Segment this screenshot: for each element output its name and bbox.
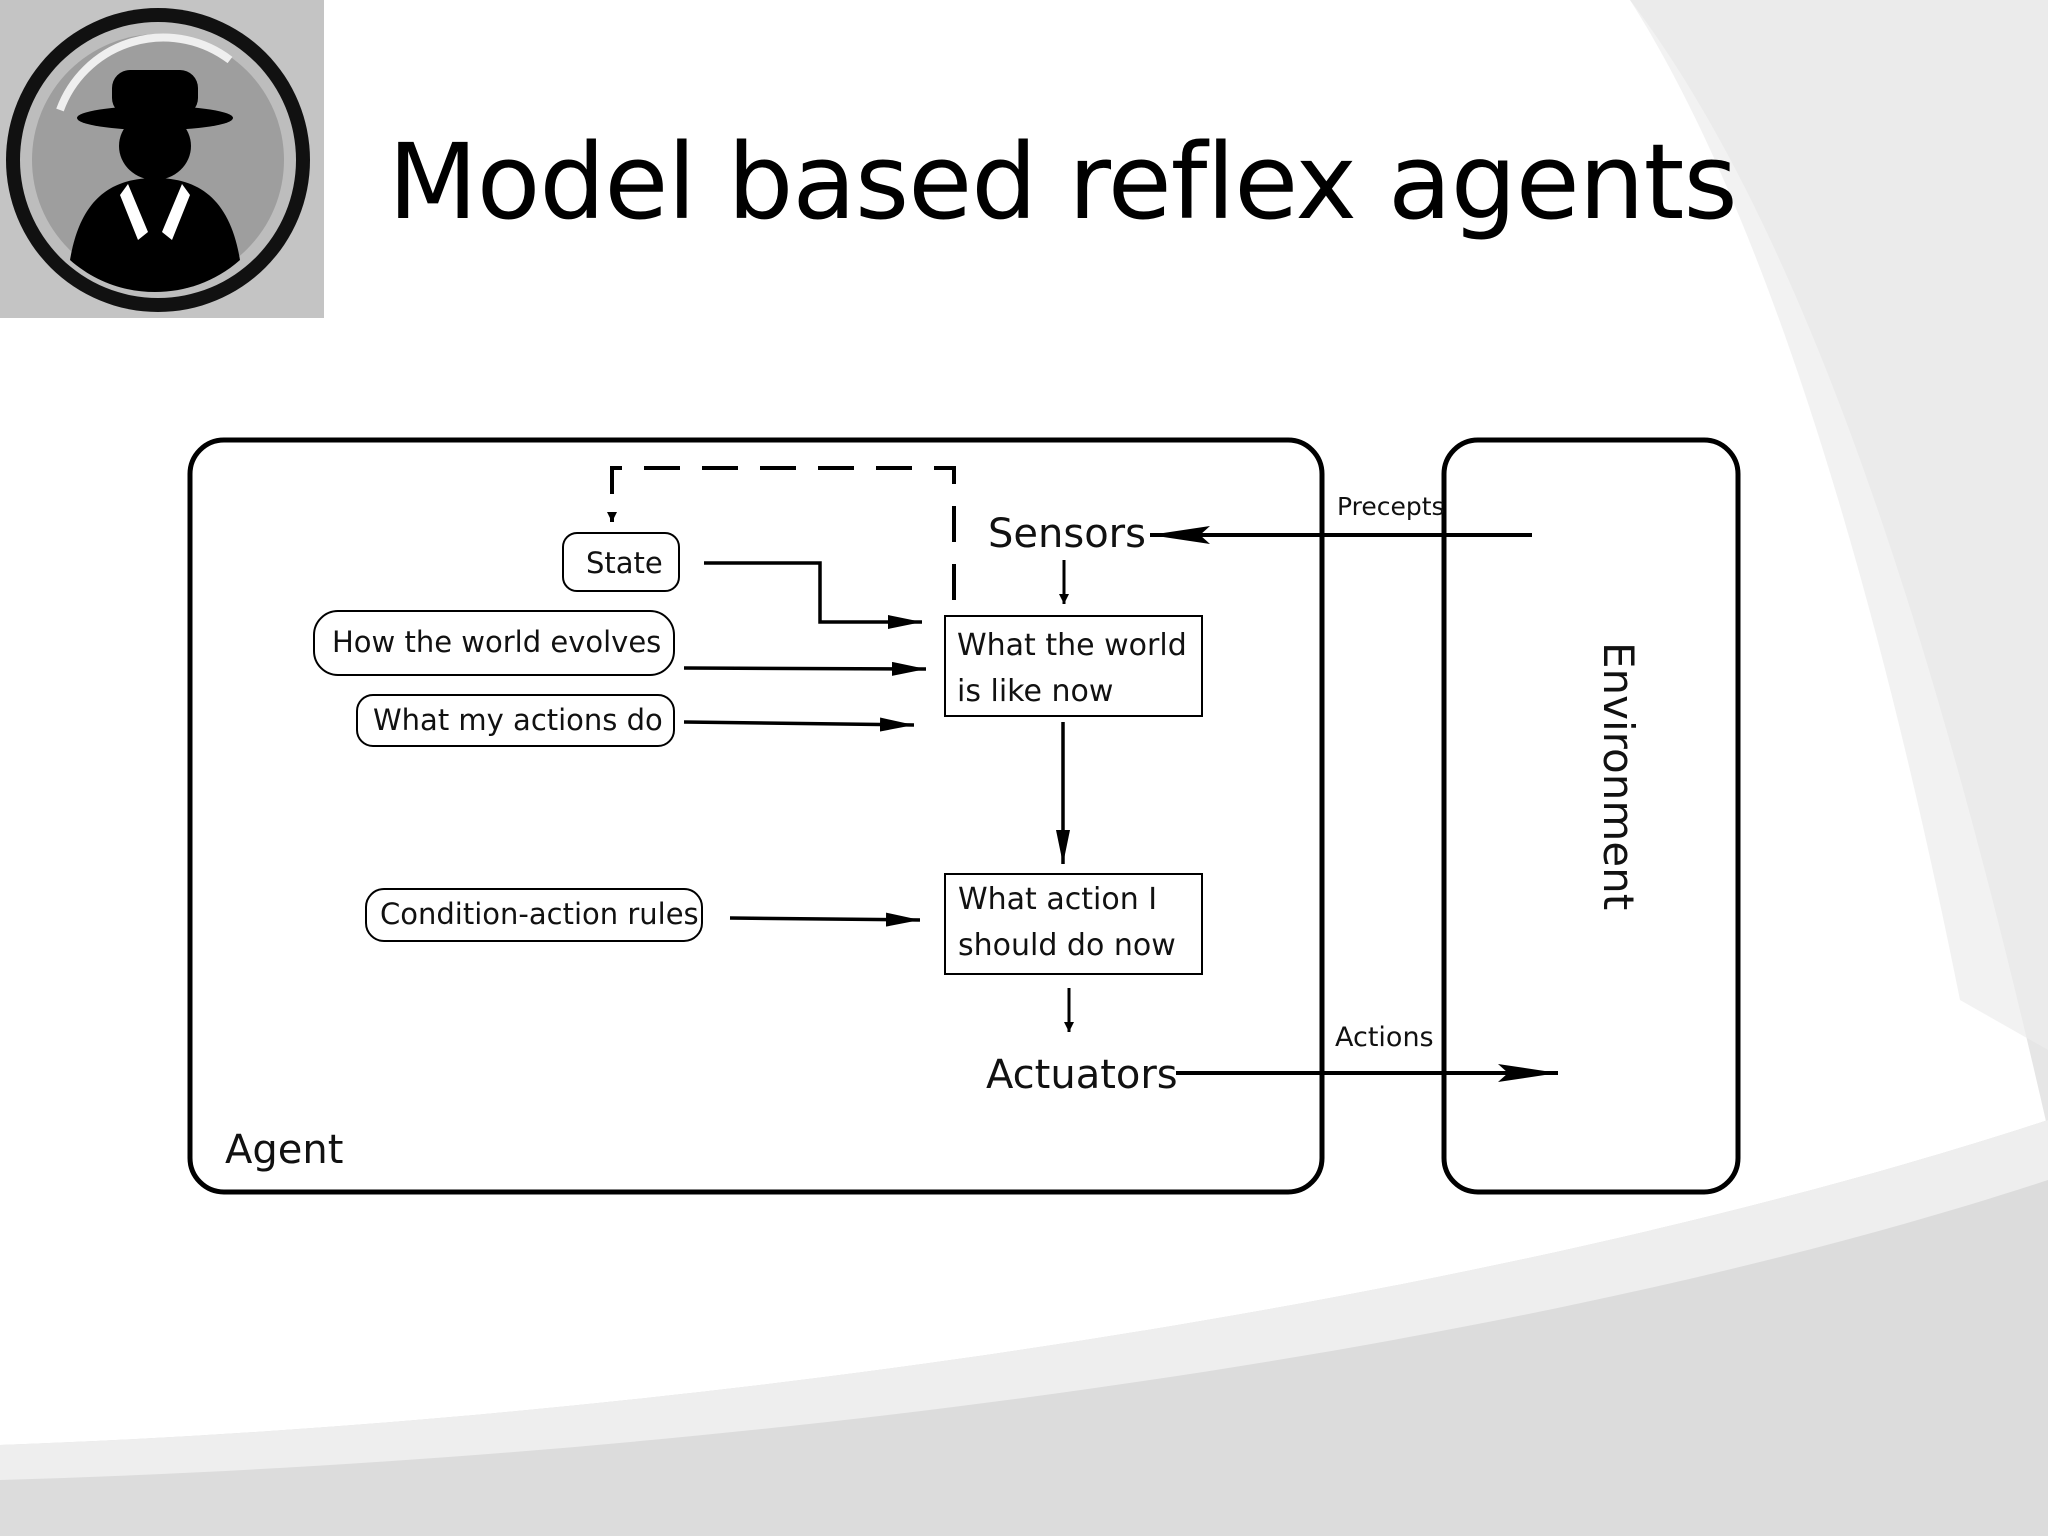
spy-icon <box>6 8 310 312</box>
agent-label: Agent <box>225 1127 343 1173</box>
action-now-box <box>944 873 1203 975</box>
actions-do-box <box>356 694 675 747</box>
bg-swoosh-bottom-light <box>0 1120 2048 1480</box>
world-evolves-box <box>313 610 675 676</box>
arrow-state-to-world <box>704 561 922 629</box>
state-box <box>562 532 680 592</box>
actions-do-label: What my actions do <box>373 703 663 737</box>
world-now-line2: is like now <box>957 674 1113 709</box>
environment-label: Environment <box>1594 642 1643 910</box>
slide-title: Model based reflex agents <box>388 121 1738 243</box>
world-evolves-label: How the world evolves <box>332 625 661 659</box>
world-now-box <box>944 615 1203 717</box>
state-label: State <box>586 546 663 580</box>
bg-swoosh-right-light <box>1630 0 2048 1050</box>
actuators-label: Actuators <box>986 1052 1178 1098</box>
rules-box <box>365 888 703 942</box>
spy-logo <box>0 0 324 318</box>
precepts-label: Precepts <box>1337 492 1445 521</box>
arrow-actions-do-to-world <box>683 717 915 732</box>
feedback-dashed-line <box>607 466 956 600</box>
arrow-rules-to-action <box>729 912 921 927</box>
rules-label: Condition-action rules <box>380 897 699 931</box>
action-now-line1: What action I <box>958 882 1157 917</box>
sensors-label: Sensors <box>988 511 1146 557</box>
world-now-line1: What the world <box>957 628 1187 663</box>
action-now-line2: should do now <box>958 928 1176 963</box>
arrow-evolves-to-world <box>683 661 927 676</box>
actions-label: Actions <box>1335 1022 1434 1053</box>
environment-box <box>1441 437 1741 1195</box>
